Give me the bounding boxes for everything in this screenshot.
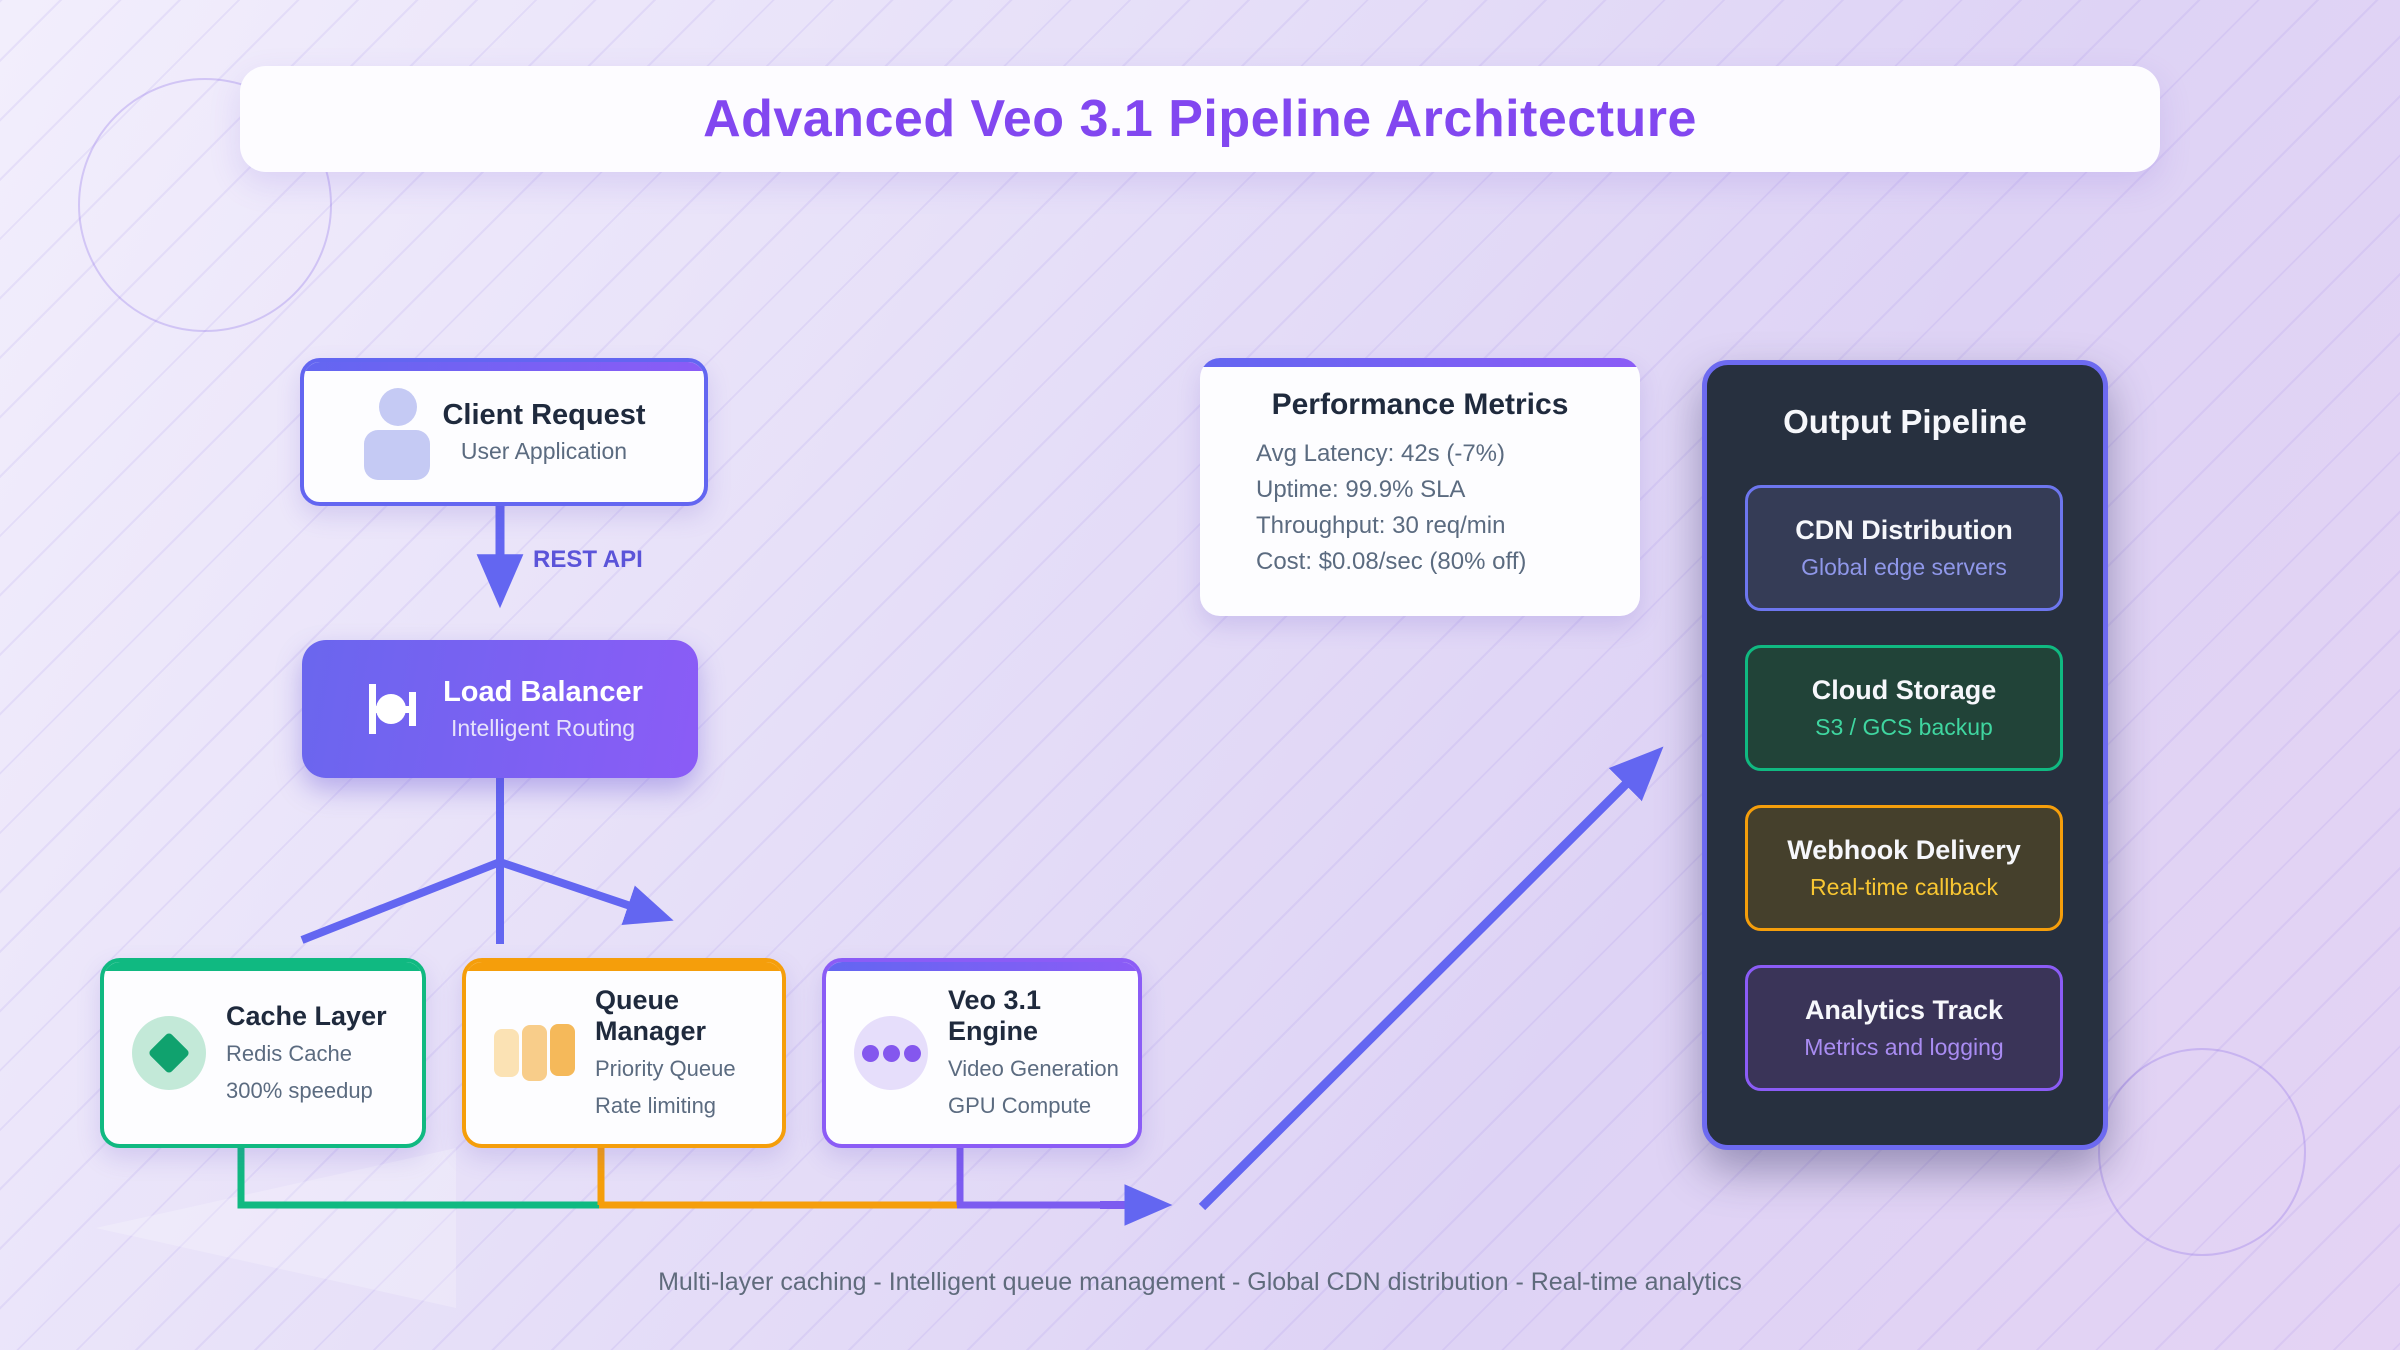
output-pipeline-title: Output Pipeline [1783,403,2027,440]
performance-metrics-list: Avg Latency: 42s (-7%) Uptime: 99.9% SLA… [1200,436,1640,580]
veo-engine-line1: Video Generation [948,1056,1119,1081]
pipeline-item-analytics-track: Analytics Track Metrics and logging [1745,965,2063,1091]
node-client-request: Client Request User Application [300,358,708,506]
load-balancer-subtitle: Intelligent Routing [450,715,636,741]
footer-caption: Multi-layer caching - Intelligent queue … [658,1268,1742,1296]
performance-metrics-accent-bar [1200,358,1640,367]
user-icon [362,384,432,480]
page-title: Advanced Veo 3.1 Pipeline Architecture [703,90,1697,148]
title-card: Advanced Veo 3.1 Pipeline Architecture [240,66,2160,172]
veo-engine-accent-bar [826,962,1138,971]
client-request-accent-bar [304,362,704,371]
pipeline-item-cloud-storage: Cloud Storage S3 / GCS backup [1745,645,2063,771]
queue-manager-accent-bar [466,962,782,971]
diamond-icon [132,1016,206,1090]
pipeline-item-cdn-distribution: CDN Distribution Global edge servers [1745,485,2063,611]
load-balancer-icon [369,684,417,734]
ring-decoration-top-left [78,78,332,332]
analytics-track-subtitle: Metrics and logging [1804,1034,2004,1060]
cache-layer-line2: 300% speedup [226,1077,373,1103]
veo-engine-line2: GPU Compute [948,1093,1092,1118]
client-request-title: Client Request [442,399,646,431]
performance-metrics-card: Performance Metrics Avg Latency: 42s (-7… [1200,358,1640,616]
queue-bars-icon [494,1024,575,1081]
output-pipeline-panel: Output Pipeline CDN Distribution Global … [1702,360,2108,1150]
metric-throughput: Throughput: 30 req/min [1256,512,1506,539]
triangle-decoration [96,1148,456,1308]
cdn-distribution-subtitle: Global edge servers [1801,554,2007,580]
queue-manager-line2: Rate limiting [595,1093,717,1118]
cache-layer-accent-bar [104,962,422,971]
analytics-track-title: Analytics Track [1804,995,2004,1025]
ring-decoration-bottom-right [2098,1048,2306,1256]
webhook-delivery-title: Webhook Delivery [1787,835,2021,865]
queue-manager-title: Queue Manager [595,985,707,1046]
metric-uptime: Uptime: 99.9% SLA [1256,476,1466,503]
cloud-storage-title: Cloud Storage [1811,675,1997,705]
three-dots-icon [854,1016,928,1090]
pipeline-item-webhook-delivery: Webhook Delivery Real-time callback [1745,805,2063,931]
cloud-storage-subtitle: S3 / GCS backup [1815,714,1993,740]
cdn-distribution-title: CDN Distribution [1795,515,2013,545]
cache-layer-line1: Redis Cache [226,1040,352,1066]
client-request-subtitle: User Application [460,438,628,464]
performance-metrics-title: Performance Metrics [1271,388,1569,421]
queue-manager-line1: Priority Queue [595,1056,736,1081]
load-balancer-title: Load Balancer [443,676,643,708]
rest-api-label: REST API [533,546,643,573]
node-veo-engine: Veo 3.1 Engine Video Generation GPU Comp… [822,958,1142,1148]
cache-layer-title: Cache Layer [226,1000,387,1031]
webhook-delivery-subtitle: Real-time callback [1810,874,1998,900]
metric-cost: Cost: $0.08/sec (80% off) [1256,548,1527,575]
node-queue-manager: Queue Manager Priority Queue Rate limiti… [462,958,786,1148]
node-cache-layer: Cache Layer Redis Cache 300% speedup [100,958,426,1148]
metric-avg-latency: Avg Latency: 42s (-7%) [1256,440,1506,467]
node-load-balancer: Load Balancer Intelligent Routing [302,640,698,778]
veo-engine-title: Veo 3.1 Engine [948,985,1042,1046]
